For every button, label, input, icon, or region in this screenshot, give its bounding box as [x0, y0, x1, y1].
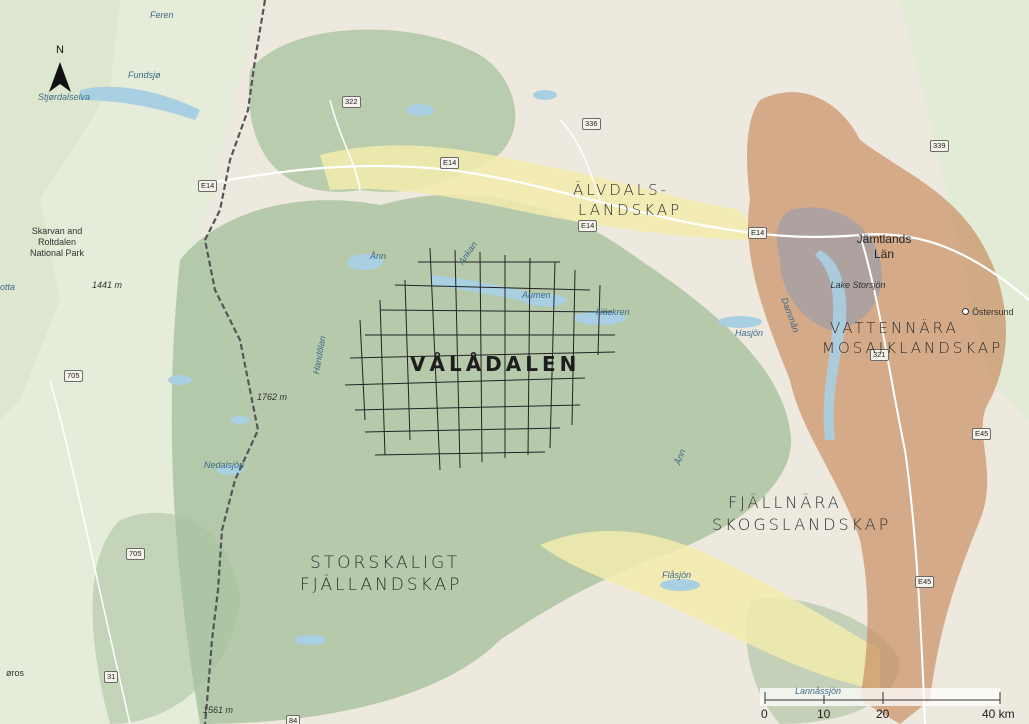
lake-north [406, 104, 434, 116]
county-line2: Län [873, 247, 895, 261]
road-shield-84: 84 [286, 715, 301, 724]
region-alvdal-line2: LANDSKAP [578, 201, 683, 219]
scale-tick-20: 20 [876, 707, 890, 721]
alvdal-region-south [540, 530, 880, 690]
elevation-1561: 1561 m [203, 705, 234, 715]
label-feren: Feren [150, 10, 174, 20]
lake-small-west [230, 416, 250, 424]
stjordalselva [80, 86, 200, 120]
road-shield-339: 339 [930, 140, 949, 152]
fjall-region-southwest [92, 512, 240, 724]
road-705 [49, 379, 131, 724]
road-shield-31: 31 [104, 671, 119, 683]
elevation-1762: 1762 m [257, 392, 288, 402]
region-skog-line1: FJÄLLNÄRA [728, 493, 842, 512]
ostersund-dot-icon [962, 308, 969, 315]
lake-storsjon [815, 250, 847, 440]
road-shield-e14-west: E14 [198, 180, 218, 192]
scale-bar [760, 688, 1001, 706]
label-fundsjo: Fundsjø [128, 70, 161, 80]
county-label: Jämtlands Län [844, 232, 924, 262]
north-label: N [56, 44, 64, 56]
road-shield-321: 321 [870, 349, 889, 361]
region-skog: FJÄLLNÄRA SKOGSLANDSKAP [712, 492, 891, 536]
label-aumen: Aumen [522, 290, 551, 300]
fjall-region-main [171, 194, 792, 724]
label-stjordalselva: Stjørdalselva [38, 92, 91, 102]
road-e14 [199, 164, 1029, 301]
lake-nedalsjon [216, 465, 244, 475]
road-shield-e14-east: E14 [578, 220, 598, 232]
label-nedalsjon: Nedalsjön [204, 460, 245, 470]
road-shield-322: 322 [342, 96, 361, 108]
lake-hackren [574, 311, 626, 325]
town-ostersund: Östersund [972, 307, 1014, 317]
label-hasjon: Hasjön [735, 328, 764, 338]
county-line1: Jämtlands [856, 232, 912, 246]
scale-tick-10: 10 [817, 707, 831, 721]
region-mosaik: VATTENNÄRA MOSAIKLANDSKAP [822, 318, 1003, 358]
region-skog-line2: SKOGSLANDSKAP [712, 515, 892, 534]
lake-south [294, 635, 326, 645]
lake-aumen-2 [523, 294, 567, 306]
road-shield-e14-far: E14 [748, 227, 768, 239]
scale-tick-40km: 40 km [982, 707, 1015, 721]
region-mosaik-line2: MOSAIKLANDSKAP [822, 339, 1004, 357]
study-area-title: VÅLÅDALEN [410, 352, 581, 376]
label-lake-storsjon: Lake Storsjön [830, 280, 886, 290]
label-flasjon: Flåsjön [662, 570, 692, 580]
region-alvdal: ÄLVDALS- LANDSKAP [573, 180, 682, 220]
norway-highland [0, 0, 120, 420]
north-arrow-icon [49, 62, 71, 92]
lake-hasjon [718, 316, 762, 328]
town-roros: øros [6, 668, 24, 678]
region-alvdal-line1: ÄLVDALS- [573, 181, 670, 199]
road-322 [329, 99, 361, 191]
region-mosaik-line1: VATTENNÄRA [830, 319, 959, 337]
label-otta: otta [0, 282, 16, 292]
road-shield-e14-mid: E14 [440, 157, 460, 169]
road-336 [559, 119, 601, 201]
region-fjall-line1: STORSKALIGT [310, 553, 461, 573]
lake-west [168, 375, 192, 385]
lake-north-2 [533, 90, 557, 100]
elevation-1441: 1441 m [92, 280, 123, 290]
lake-flasjon [660, 579, 700, 591]
road-shield-705-north: 705 [64, 370, 83, 382]
scale-tick-0: 0 [761, 707, 768, 721]
label-ann: Ånn [370, 251, 387, 261]
lake-ann [347, 254, 383, 270]
road-shield-e45-north: E45 [972, 428, 992, 440]
study-area-grid [344, 247, 616, 471]
road-shield-336: 336 [582, 118, 601, 130]
national-border [203, 0, 267, 724]
region-fjall-line2: FJÄLLANDSKAP [300, 575, 463, 595]
region-fjall: STORSKALIGT FJÄLLANDSKAP [300, 552, 462, 596]
label-national-park: Skarvan and Roltdalen National Park [29, 226, 85, 258]
label-lannasjon: Lannåssjön [795, 686, 842, 696]
road-shield-705-south: 705 [126, 548, 145, 560]
road-shield-e45-south: E45 [915, 576, 935, 588]
label-hackren: Häckren [596, 307, 630, 317]
road-e45 [859, 234, 926, 724]
